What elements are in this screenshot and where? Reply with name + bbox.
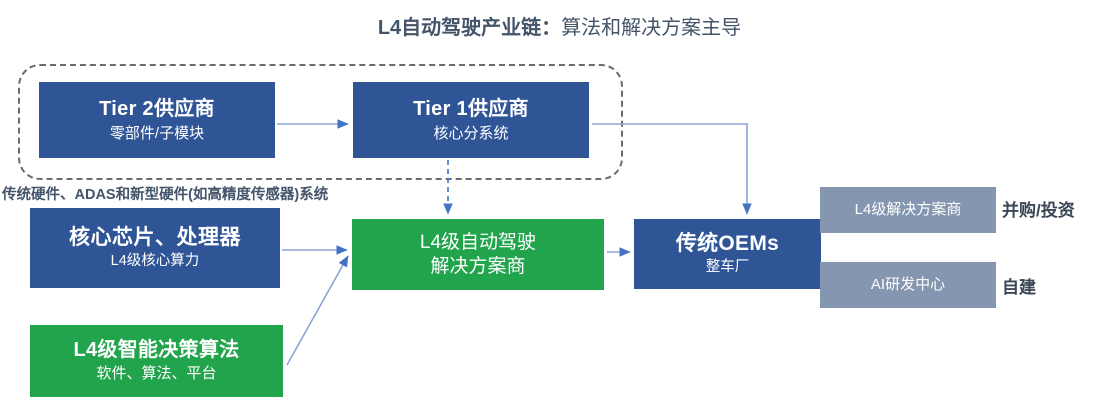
node-core-chip-title: 核心芯片、处理器	[69, 226, 241, 250]
page-title-normal: 算法和解决方案主导	[561, 17, 742, 39]
node-core-chip[interactable]: 核心芯片、处理器 L4级核心算力	[30, 208, 280, 288]
node-oems-subtitle: 整车厂	[705, 259, 750, 276]
label-merger-investment: 并购/投资	[1002, 201, 1075, 220]
node-l4-solution-provider[interactable]: L4级自动驾驶 解决方案商	[352, 219, 604, 290]
node-oem-strategy-solution-label: L4级解决方案商	[854, 201, 962, 219]
arrow-algorithm-to-solution	[286, 255, 349, 366]
node-l4-decision-algorithm[interactable]: L4级智能决策算法 软件、算法、平台	[30, 325, 283, 397]
node-l4-solution-line1: L4级自动驾驶	[419, 231, 537, 253]
node-l4-solution-line2: 解决方案商	[430, 255, 526, 277]
node-core-chip-subtitle: L4级核心算力	[110, 253, 200, 270]
node-tier1-supplier[interactable]: Tier 1供应商 核心分系统	[353, 82, 589, 158]
node-oem-strategy-ai-center[interactable]: AI研发中心	[820, 262, 996, 308]
node-oems-title: 传统OEMs	[675, 232, 780, 256]
node-tier1-title: Tier 1供应商	[413, 97, 529, 120]
node-tier2-subtitle: 零部件/子模块	[109, 124, 205, 142]
node-traditional-oems[interactable]: 传统OEMs 整车厂	[634, 219, 821, 289]
node-oem-strategy-solution-provider[interactable]: L4级解决方案商	[820, 187, 996, 233]
node-tier2-supplier[interactable]: Tier 2供应商 零部件/子模块	[39, 82, 275, 158]
label-self-build: 自建	[1002, 278, 1036, 297]
node-tier1-subtitle: 核心分系统	[433, 124, 509, 142]
node-oem-strategy-ai-label: AI研发中心	[870, 276, 946, 294]
node-algorithm-title: L4级智能决策算法	[73, 339, 240, 362]
node-tier2-title: Tier 2供应商	[99, 97, 215, 120]
node-algorithm-subtitle: 软件、算法、平台	[96, 365, 217, 383]
page-title-bold: L4自动驾驶产业链：	[377, 17, 562, 39]
supplier-group-outline	[18, 64, 623, 180]
hardware-caption: 传统硬件、ADAS和新型硬件(如高精度传感器)系统	[2, 187, 329, 203]
page-title: L4自动驾驶产业链：算法和解决方案主导	[0, 11, 1119, 40]
